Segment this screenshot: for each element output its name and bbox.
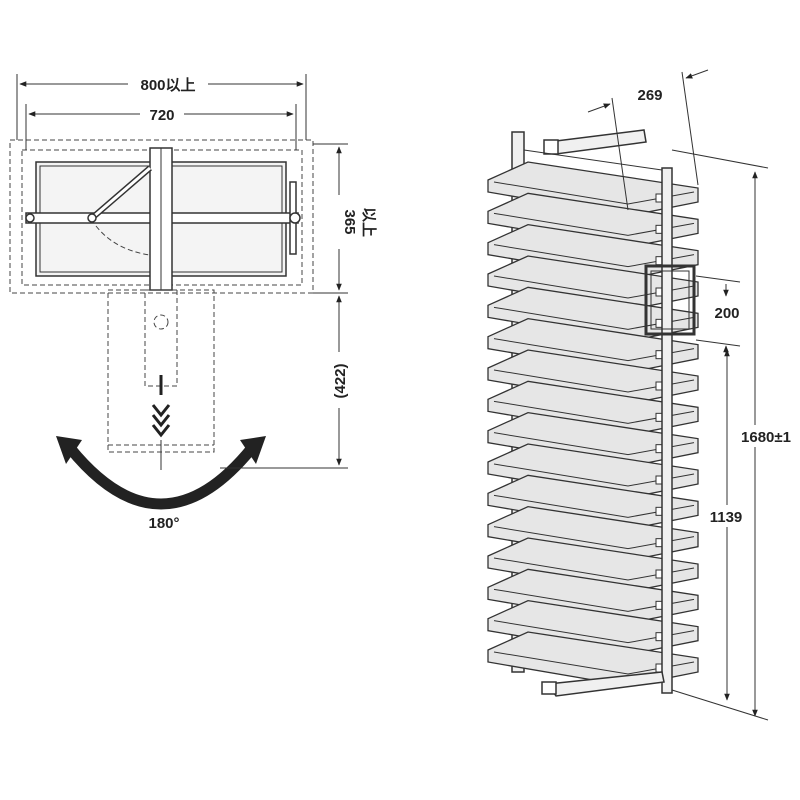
plan-arm-end-left xyxy=(25,213,35,223)
dim-shelfdepth-ext-right xyxy=(681,71,699,186)
plan-pivot-circle xyxy=(153,314,169,330)
rotation-angle-label: 180° xyxy=(148,515,179,532)
shelf-tray xyxy=(487,568,699,624)
rotation-arrow-head-right xyxy=(240,436,266,464)
dim-total-height-label: 1680±1 xyxy=(741,429,791,446)
elevation-view: 269 200 1680±1 1139 xyxy=(487,69,800,721)
shelf-tray xyxy=(487,380,699,436)
shelf-tray xyxy=(487,474,699,530)
dim-overall-label-bg xyxy=(128,73,208,93)
dim-shelfdepth-arrow-left xyxy=(587,103,611,113)
dim-swing-label: (422) xyxy=(332,363,349,398)
handle-rail-inner xyxy=(650,270,690,330)
shelf-tray xyxy=(487,349,699,405)
rotation-arrow-arc xyxy=(65,444,257,510)
dim-inner-width-label: 720 xyxy=(149,107,174,124)
dim-shelfdepth-arrow-right xyxy=(685,69,709,79)
plan-diagonal-brace-inner xyxy=(91,166,151,220)
top-bracket-block xyxy=(543,139,559,155)
dim-total-label-bg xyxy=(728,425,800,447)
shelf-tray xyxy=(487,443,699,499)
dim-swing-label-bg xyxy=(328,352,350,408)
dim-total-ext-bottom xyxy=(671,689,769,721)
shelf-tray xyxy=(487,161,699,217)
plan-swung-post xyxy=(144,289,178,387)
bottom-bracket-block xyxy=(541,681,557,695)
shelf-stack xyxy=(487,161,699,687)
plan-swing-arc xyxy=(95,225,151,256)
handle-rail xyxy=(644,264,696,336)
plan-down-chevrons xyxy=(151,404,171,438)
dim-rail-height-label: 200 xyxy=(714,305,739,322)
dim-lower-height-label: 1139 xyxy=(710,509,743,526)
dim-shelfdepth-ext-left xyxy=(611,97,629,211)
dim-lower-label-bg xyxy=(700,505,752,527)
dim-overall-width-label: 800以上 xyxy=(140,77,195,94)
rotation-arrow-head-left xyxy=(56,436,82,464)
plan-handle-pivot xyxy=(289,212,301,224)
dim-depth-label-bg xyxy=(328,195,350,249)
plan-swung-unit-outline xyxy=(107,289,215,453)
shelf-tray xyxy=(487,505,699,562)
dim-rail-ext-bottom xyxy=(695,339,741,347)
dim-depth-label: 365 xyxy=(341,209,358,234)
shelf-tray xyxy=(487,631,699,687)
dim-depth-suffix: 以上 xyxy=(360,207,377,237)
plan-view: 180° 800以上 720 365 以上 (422) xyxy=(9,73,377,532)
dim-inner-label-bg xyxy=(140,103,184,123)
dim-rail-ext-top xyxy=(695,275,741,283)
shelf-tray xyxy=(487,599,699,656)
shelf-tray xyxy=(487,317,699,374)
shelf-tray xyxy=(487,192,699,248)
top-rail xyxy=(523,149,663,171)
shelf-tray xyxy=(487,537,699,593)
dim-total-ext-top xyxy=(671,149,769,169)
dim-shelf-depth-label: 269 xyxy=(637,87,662,104)
top-bracket xyxy=(546,129,647,155)
plan-brace-pivot xyxy=(87,213,97,223)
cabinet-outline-dashed xyxy=(9,139,314,294)
front-post xyxy=(661,167,673,694)
shelf-tray xyxy=(487,411,699,468)
